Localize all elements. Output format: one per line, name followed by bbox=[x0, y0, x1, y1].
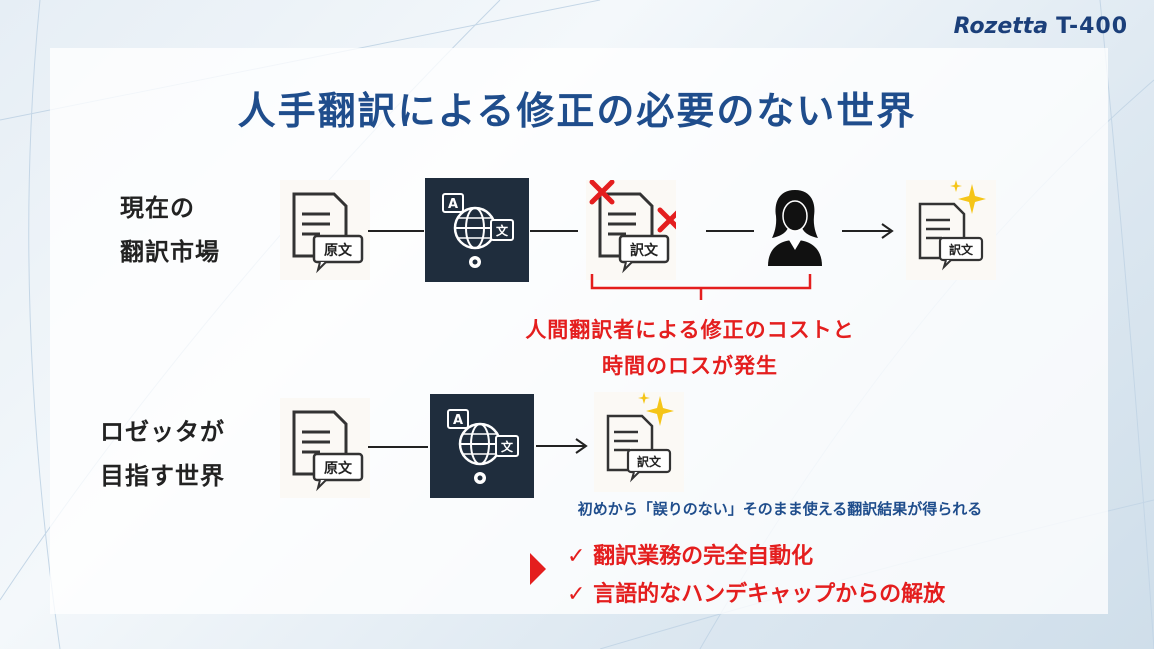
cost-bracket bbox=[590, 274, 812, 300]
connector-line bbox=[706, 230, 754, 232]
arrow-icon bbox=[536, 438, 588, 454]
translation-engine-icon: A 文 bbox=[430, 394, 534, 498]
sparkle-icon bbox=[638, 392, 674, 426]
error-cross-icon bbox=[589, 180, 615, 205]
svg-text:A: A bbox=[448, 197, 458, 212]
rozetta-world-label-line1: ロゼッタが bbox=[100, 418, 225, 446]
connector-line bbox=[368, 446, 428, 448]
cost-issue-text: 人間翻訳者による修正のコストと 時間のロスが発生 bbox=[470, 312, 910, 384]
translation-engine-icon: A 文 bbox=[425, 178, 529, 282]
brand-logo: Rozetta T-400 bbox=[954, 14, 1128, 39]
rozetta-world-label: ロゼッタが 目指す世界 bbox=[100, 410, 225, 498]
translated-document-icon: 訳文 bbox=[586, 180, 676, 280]
benefit-list: ✓ 翻訳業務の完全自動化 ✓ 言語的なハンデキャップからの解放 bbox=[567, 538, 945, 614]
brand-model: T-400 bbox=[1056, 14, 1128, 39]
svg-text:A: A bbox=[453, 413, 463, 428]
connector-line bbox=[530, 230, 578, 232]
goal-note: 初めから「誤りのない」そのまま使える翻訳結果が得られる bbox=[577, 500, 983, 518]
source-doc-label: 原文 bbox=[324, 242, 353, 259]
arrow-icon bbox=[842, 223, 894, 239]
error-cross-icon bbox=[657, 207, 676, 233]
page-title: 人手翻訳による修正の必要のない世界 bbox=[237, 89, 917, 133]
final-doc-label: 訳文 bbox=[949, 242, 974, 257]
sparkle-icon bbox=[950, 180, 986, 214]
source-document-icon: 原文 bbox=[280, 180, 370, 280]
svg-text:文: 文 bbox=[496, 223, 509, 238]
current-market-label-line2: 翻訳市場 bbox=[120, 238, 220, 266]
translated-doc-label: 訳文 bbox=[630, 242, 659, 259]
current-market-label: 現在の 翻訳市場 bbox=[120, 186, 220, 274]
human-translator-icon bbox=[768, 190, 822, 266]
connector-line bbox=[368, 230, 424, 232]
cost-issue-line2: 時間のロスが発生 bbox=[602, 354, 778, 378]
final-document-icon: 訳文 bbox=[906, 180, 996, 280]
brand-name: Rozetta bbox=[953, 14, 1049, 39]
current-market-label-line1: 現在の bbox=[120, 194, 195, 222]
result-doc-label: 訳文 bbox=[637, 454, 662, 469]
svg-text:文: 文 bbox=[501, 439, 514, 454]
result-document-icon: 訳文 bbox=[594, 392, 684, 492]
rozetta-world-label-line2: 目指す世界 bbox=[100, 462, 225, 490]
source-document-icon: 原文 bbox=[280, 398, 370, 498]
bullet-triangle-icon bbox=[530, 553, 546, 585]
source-doc-label: 原文 bbox=[324, 460, 353, 477]
benefit-item: ✓ 翻訳業務の完全自動化 bbox=[567, 544, 814, 569]
benefit-item: ✓ 言語的なハンデキャップからの解放 bbox=[567, 582, 946, 607]
cost-issue-line1: 人間翻訳者による修正のコストと bbox=[525, 318, 855, 342]
content-panel bbox=[50, 48, 1108, 614]
